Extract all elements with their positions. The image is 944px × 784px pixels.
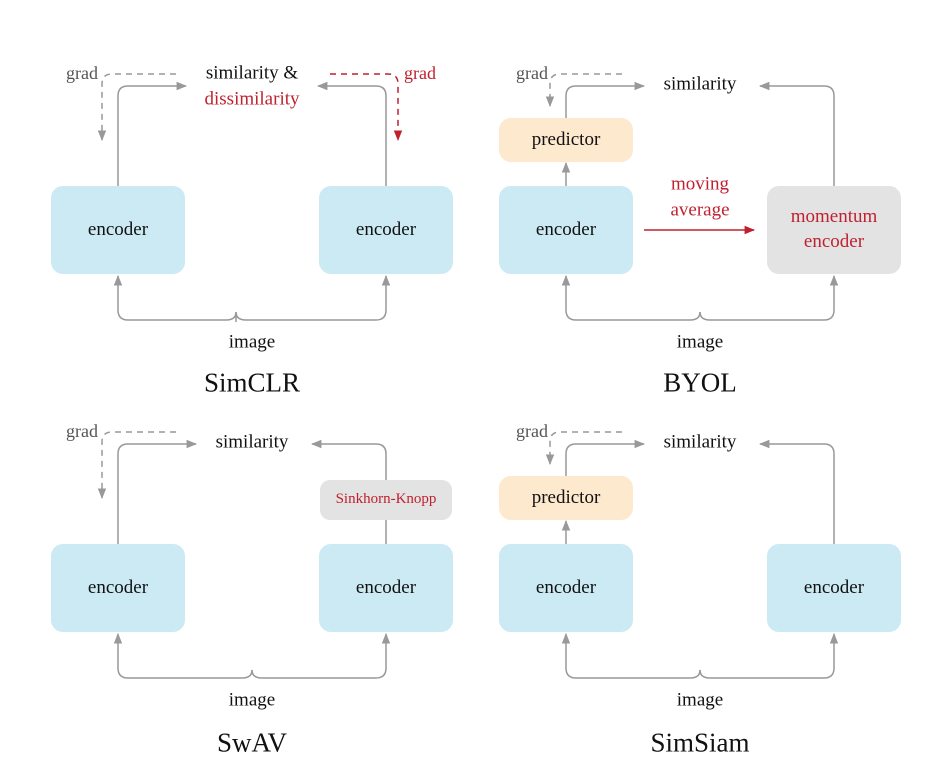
right-encoder-to-similarity-arrow: [758, 439, 835, 544]
left-encoder-to-similarity-arrow: [117, 81, 188, 186]
image-to-encoder-arrow: [561, 274, 701, 321]
right-encoder-box: encoder: [767, 544, 901, 632]
predictor-to-similarity-arrow: [565, 439, 646, 476]
simsiam-arrows: [545, 431, 839, 679]
dissimilarity-label: dissimilarity: [204, 88, 300, 110]
predictor-to-similarity-arrow: [565, 81, 646, 118]
right-grad-arrow: [330, 73, 403, 142]
similarity-label: similarity: [663, 73, 737, 95]
left-encoder-box: encoder: [51, 186, 185, 274]
byol-title: BYOL: [663, 367, 737, 398]
image-label: image: [228, 331, 276, 353]
momentum-to-similarity-arrow: [758, 81, 835, 186]
predictor-box: predictor: [499, 118, 633, 162]
right-encoder-to-similarity-arrow: [316, 81, 387, 186]
left-encoder-box: encoder: [51, 544, 185, 632]
byol-panel: grad similarity predictor encoder moving…: [448, 0, 920, 398]
swav-panel: grad similarity Sinkhorn-Knopp encoder e…: [0, 358, 472, 758]
simsiam-title: SimSiam: [650, 727, 750, 758]
grad-arrow: [545, 73, 622, 108]
simclr-arrows: [97, 73, 403, 322]
left-encoder-to-similarity-arrow: [117, 439, 198, 544]
image-label: image: [228, 689, 276, 711]
image-to-right-encoder-arrow: [235, 274, 391, 321]
encoder-box: encoder: [499, 186, 633, 274]
similarity-label: similarity: [663, 431, 737, 453]
momentum-label: momentum: [790, 206, 878, 228]
right-encoder-box: encoder: [319, 544, 453, 632]
image-to-right-encoder-arrow: [699, 632, 839, 679]
image-label: image: [676, 689, 724, 711]
moving-label: moving: [670, 173, 730, 195]
sinkhorn-to-similarity-arrow: [310, 439, 387, 480]
momentum-encoder-box: momentum encoder: [767, 186, 901, 274]
average-label: average: [670, 199, 730, 221]
similarity-label: similarity: [215, 431, 289, 453]
byol-arrows: [545, 73, 839, 321]
image-to-left-encoder-arrow: [561, 632, 701, 679]
image-label: image: [676, 331, 724, 353]
image-to-right-encoder-arrow: [251, 632, 391, 679]
grad-label-red: grad: [404, 63, 436, 83]
grad-label: grad: [516, 63, 548, 83]
simclr-panel: grad similarity & dissimilarity grad enc…: [0, 0, 472, 398]
similarity-label: similarity &: [205, 62, 299, 84]
grad-arrow: [97, 431, 176, 500]
grad-arrow: [545, 431, 622, 466]
image-to-left-encoder-arrow: [113, 632, 253, 679]
image-to-momentum-encoder-arrow: [699, 274, 839, 321]
grad-label: grad: [66, 421, 98, 441]
simsiam-panel: grad similarity predictor encoder encode…: [448, 358, 920, 758]
right-encoder-box: encoder: [319, 186, 453, 274]
image-to-left-encoder-arrow: [113, 274, 237, 322]
grad-label: grad: [516, 421, 548, 441]
left-grad-arrow: [97, 73, 176, 142]
swav-arrows: [97, 431, 391, 679]
left-encoder-box: encoder: [499, 544, 633, 632]
predictor-box: predictor: [499, 476, 633, 520]
sinkhorn-knopp-box: Sinkhorn-Knopp: [320, 480, 452, 520]
swav-title: SwAV: [216, 727, 288, 758]
momentum-encoder-label: encoder: [803, 231, 865, 252]
grad-label: grad: [66, 63, 98, 83]
simclr-title: SimCLR: [203, 367, 301, 398]
